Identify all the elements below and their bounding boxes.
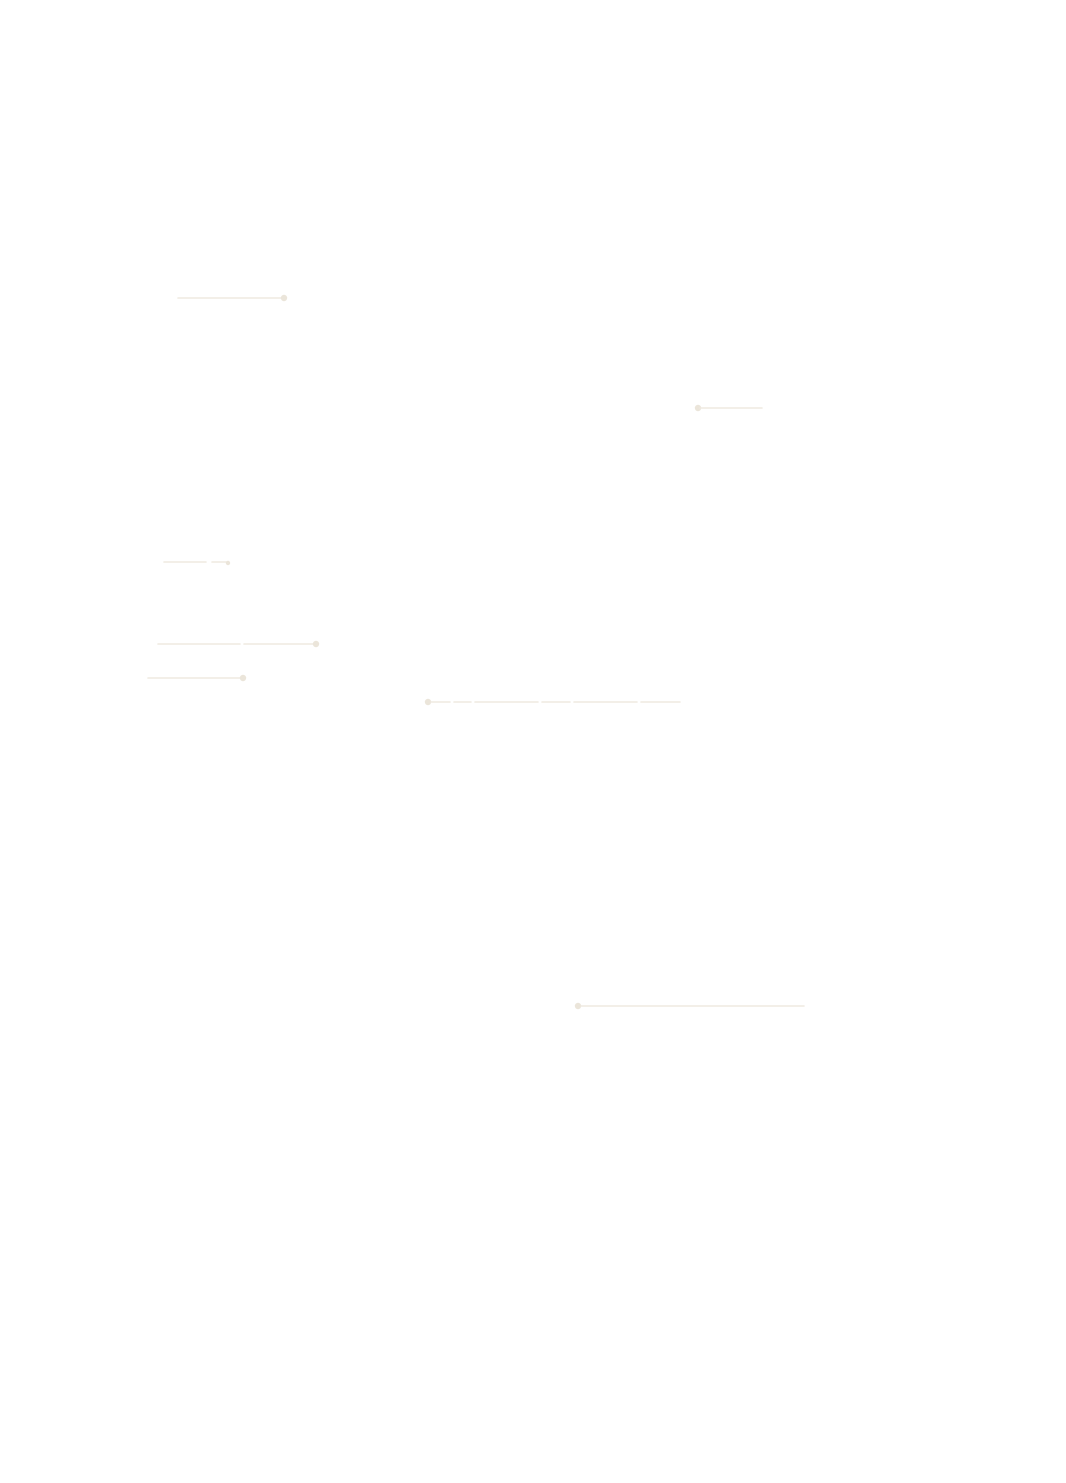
leader-dot: [225, 560, 231, 566]
leader-dot: [280, 294, 288, 302]
leader-line-callout-7: [574, 1002, 805, 1010]
leader-line-callout-4: [157, 640, 320, 648]
leader-dot: [239, 674, 247, 682]
leader-dot: [424, 698, 432, 706]
leader-line-callout-5: [147, 674, 247, 682]
leader-dot: [574, 1002, 582, 1010]
leader-line-callout-2: [694, 404, 763, 412]
leader-dot: [694, 404, 702, 412]
leader-line-callout-1: [177, 294, 288, 302]
leader-dot: [312, 640, 320, 648]
leader-line-callout-6: [424, 698, 681, 706]
leader-line-callout-3: [163, 560, 231, 566]
